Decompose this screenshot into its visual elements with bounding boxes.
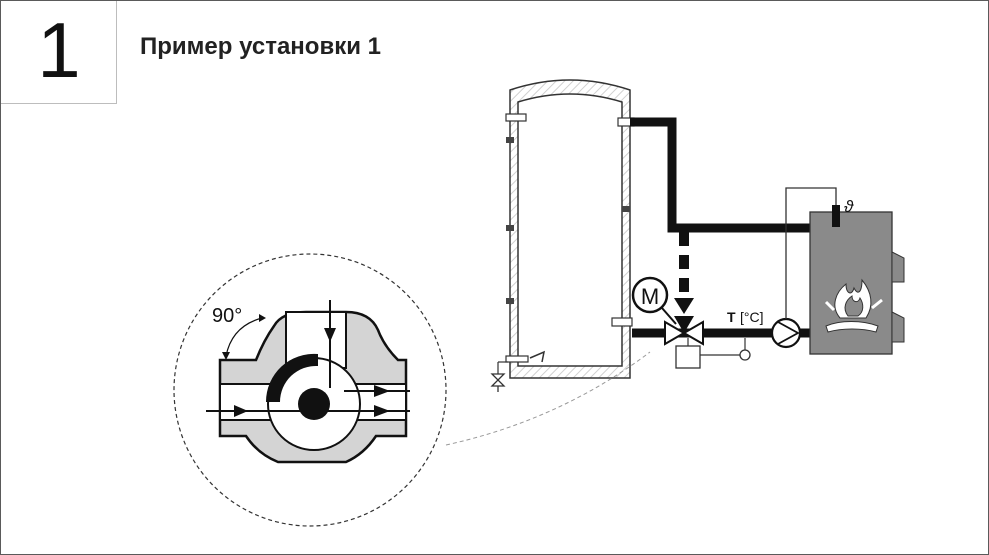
bypass-flow-arrow bbox=[674, 298, 694, 314]
step-number: 1 bbox=[37, 6, 81, 94]
fire-icon bbox=[824, 278, 883, 333]
drain-valve-icon bbox=[490, 373, 506, 392]
valve-controller bbox=[675, 338, 751, 369]
angle-label: 90° bbox=[212, 305, 242, 327]
motor-icon: M bbox=[631, 276, 677, 325]
diagram-title: Пример установки 1 bbox=[140, 33, 381, 60]
tank-port-top-left bbox=[505, 113, 527, 122]
step-number-box: 1 bbox=[1, 1, 117, 104]
mixing-valve-icon bbox=[664, 316, 704, 346]
sensor-control-line bbox=[785, 187, 837, 319]
pump-icon bbox=[770, 317, 802, 349]
boiler-sensor-label: ϑ bbox=[844, 197, 854, 216]
temp-label: T bbox=[727, 309, 736, 325]
valve-cross-section bbox=[206, 300, 410, 464]
supply-pipe bbox=[630, 117, 812, 233]
boiler bbox=[809, 205, 905, 355]
buffer-tank bbox=[497, 79, 635, 379]
detail-leader-line bbox=[445, 351, 651, 446]
temp-unit-label: [°C] bbox=[740, 309, 764, 325]
motor-label: M bbox=[641, 284, 659, 309]
detail-circle bbox=[173, 253, 447, 527]
